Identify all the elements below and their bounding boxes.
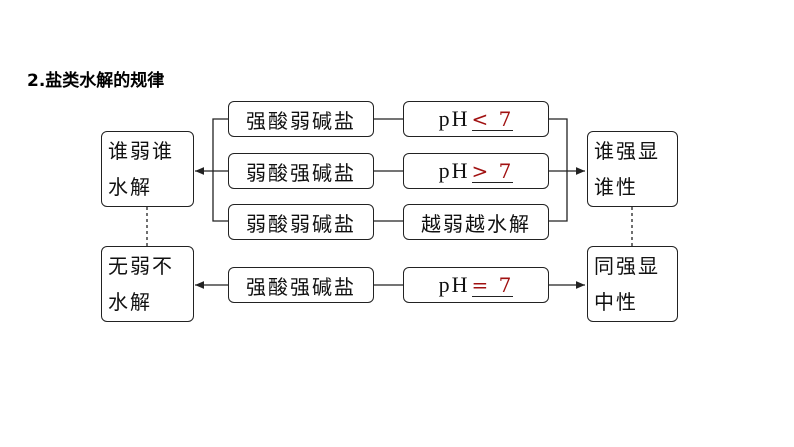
ph-box: pH> 7 (403, 153, 549, 189)
salt-box: 强酸强碱盐 (228, 267, 374, 303)
result-box: 越弱越水解 (403, 204, 549, 240)
ph-answer: < 7 (471, 106, 514, 131)
ph-box: pH< 7 (403, 101, 549, 137)
ph-answer: > 7 (471, 158, 514, 183)
rule-box-weak-hydrolyzes: 谁弱谁水解 (101, 131, 194, 207)
salt-box: 弱酸弱碱盐 (228, 204, 374, 240)
section-title: 2.盐类水解的规律 (27, 71, 165, 91)
right-bracket (548, 118, 568, 222)
ph-answer: = 7 (471, 272, 514, 297)
ph-label: pH (438, 272, 470, 297)
ph-box: pH= 7 (403, 267, 549, 303)
left-bracket (212, 118, 228, 222)
ph-label: pH (438, 106, 470, 131)
rule-box-neutral: 同强显中性 (587, 246, 678, 322)
ph-label: pH (438, 158, 470, 183)
rule-box-strong-shows: 谁强显谁性 (587, 131, 678, 207)
salt-box: 强酸弱碱盐 (228, 101, 374, 137)
rule-box-no-weak: 无弱不水解 (101, 246, 194, 322)
salt-box: 弱酸强碱盐 (228, 153, 374, 189)
